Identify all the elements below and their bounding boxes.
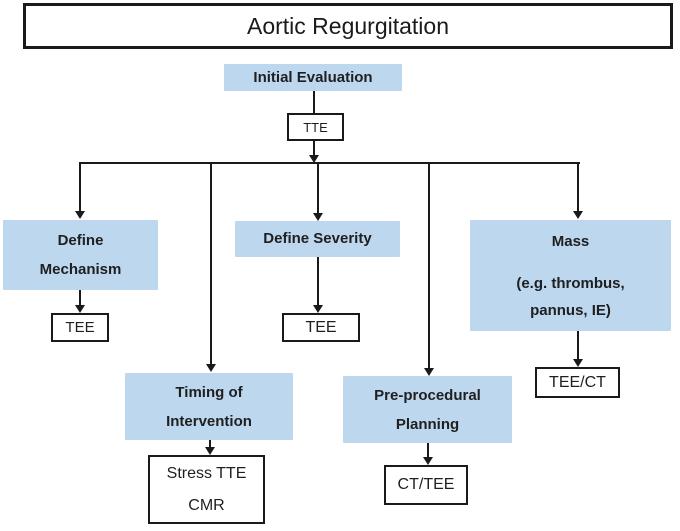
arrow-down-icon (309, 155, 319, 163)
arrow-down-icon (313, 305, 323, 313)
arrow-down-icon (573, 359, 583, 367)
node-define-mechanism: Define Mechanism (3, 220, 158, 290)
node-ct-tee: CT/TEE (384, 465, 468, 505)
node-label-line: (e.g. thrombus, (516, 274, 625, 292)
connector-severity-to-tee (317, 257, 319, 305)
node-tee-mechanism: TEE (51, 313, 109, 342)
node-define-severity: Define Severity (235, 221, 400, 257)
node-label-line: Mass (551, 232, 590, 250)
node-label-line: Timing of (175, 383, 243, 401)
node-label-line: Define (57, 232, 104, 249)
arrow-down-icon (75, 211, 85, 219)
connector-timing-to-tests (209, 440, 211, 448)
node-label-line: pannus, IE) (530, 301, 611, 319)
branch-bar (80, 162, 580, 164)
arrow-down-icon (423, 457, 433, 465)
node-tte: TTE (287, 113, 344, 141)
arrow-down-icon (424, 368, 434, 376)
connector-mass-to-teect (577, 331, 579, 359)
node-label-line: Intervention (166, 412, 252, 430)
arrow-down-icon (205, 447, 215, 455)
node-stress-tte-cmr: Stress TTE CMR (148, 455, 265, 524)
node-label-line: Planning (395, 415, 460, 433)
connector-tte-to-bar (313, 141, 315, 155)
arrow-down-icon (206, 364, 216, 372)
node-tee-severity: TEE (282, 313, 360, 342)
node-timing-of-intervention: Timing of Intervention (125, 373, 293, 440)
test-label-line: CMR (188, 496, 225, 514)
connector-branch-preprocedural (428, 162, 430, 368)
node-initial-evaluation: Initial Evaluation (224, 64, 402, 91)
node-label-line: Mechanism (39, 261, 122, 278)
node-preprocedural-planning: Pre-procedural Planning (343, 376, 512, 443)
node-mass: Mass (e.g. thrombus, pannus, IE) (470, 220, 671, 331)
connector-branch-mass (577, 162, 579, 211)
node-label-line: Pre-procedural (374, 386, 481, 404)
connector-mechanism-to-tee (79, 290, 81, 305)
page-title: Aortic Regurgitation (23, 3, 673, 49)
arrow-down-icon (313, 213, 323, 221)
arrow-down-icon (573, 211, 583, 219)
connector-branch-severity (317, 162, 319, 213)
node-tee-ct: TEE/CT (535, 367, 620, 398)
connector-branch-timing (210, 162, 212, 364)
connector-branch-mechanism (79, 162, 81, 211)
connector-preprocedural-to-cttee (427, 443, 429, 457)
test-label-line: Stress TTE (166, 464, 247, 482)
connector-initial-to-tte (313, 91, 315, 113)
arrow-down-icon (75, 305, 85, 313)
